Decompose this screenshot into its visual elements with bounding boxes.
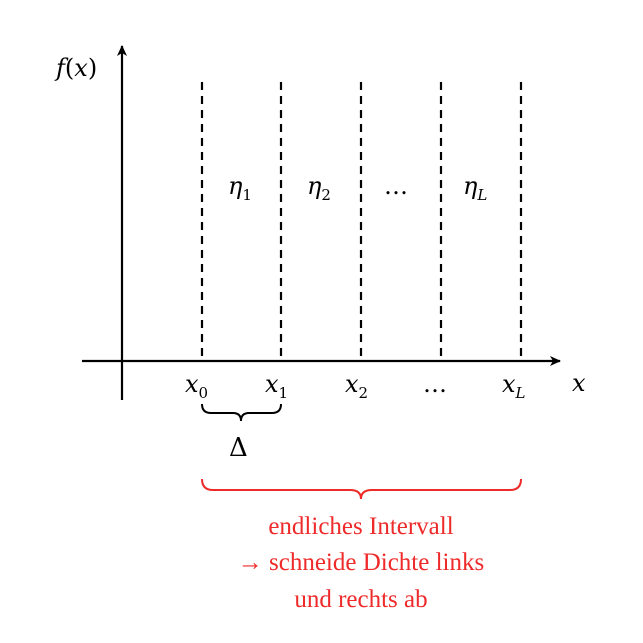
tick-label-x0: x0 xyxy=(185,370,208,402)
annotation-arrow: → xyxy=(238,549,263,576)
tick-label-x1: x1 xyxy=(265,370,288,402)
y-axis-label: f(x) xyxy=(54,54,97,82)
bin-label-ellipsis: … xyxy=(384,172,408,200)
tick-label-ellipsis: … xyxy=(423,370,447,398)
annotation-line-2: → schneide Dichte links xyxy=(238,549,484,576)
tick-label-xL: xL xyxy=(502,370,526,402)
annotation-line-1: endliches Intervall xyxy=(268,513,453,540)
interval-brace xyxy=(201,478,522,500)
bin-label-2: η2 xyxy=(307,172,331,204)
annotation-line-3: und rechts ab xyxy=(294,586,427,613)
bin-label-1: η1 xyxy=(228,172,252,204)
delta-label: Δ xyxy=(229,433,248,463)
tick-label-x2: x2 xyxy=(345,370,368,402)
bin-label-L: ηL xyxy=(463,172,487,204)
x-axis-label: x xyxy=(572,369,586,397)
delta-brace xyxy=(201,403,282,422)
